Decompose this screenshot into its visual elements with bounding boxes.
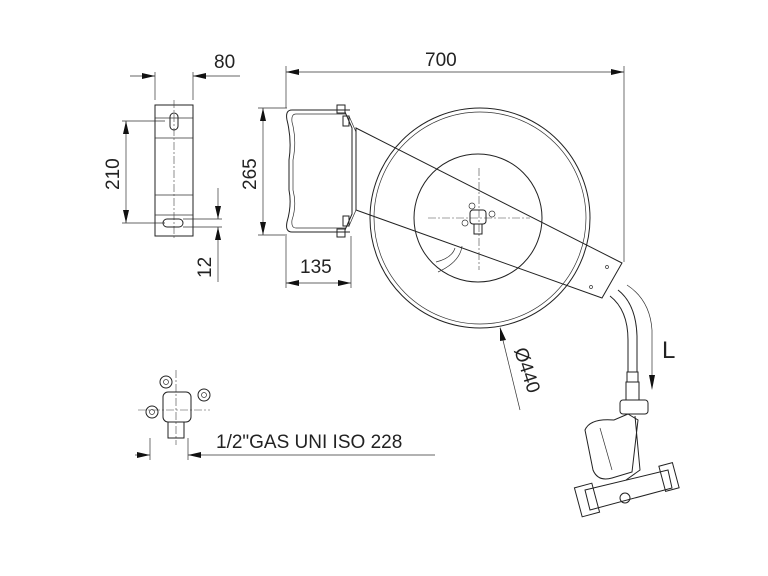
dimension-hole-spacing: 210	[103, 120, 165, 224]
hose	[609, 289, 640, 401]
reel-drum	[369, 107, 591, 329]
nozzle-gun	[573, 399, 680, 518]
dim-265-label: 265	[240, 158, 261, 190]
dimension-overall-width: 700	[285, 50, 625, 262]
dimension-drum-diameter: Ø440	[499, 327, 544, 411]
dimension-bracket-height: 265	[240, 107, 287, 236]
dim-80-label: 80	[214, 52, 235, 73]
dimension-slot-offset: 12	[183, 188, 222, 282]
dimension-plate-width: 80	[130, 52, 240, 100]
connection-thread-label: 1/2"GAS UNI ISO 228	[216, 432, 402, 453]
dim-l-label: L	[662, 337, 675, 364]
dim-210-label: 210	[103, 158, 124, 190]
bracket	[286, 104, 357, 238]
dim-700-label: 700	[425, 50, 457, 71]
fitting-detail: 1/2"GAS UNI ISO 228	[135, 370, 435, 460]
dimension-bracket-depth: 135	[285, 236, 352, 288]
dim-12-label: 12	[195, 257, 216, 278]
dimension-hose-length: L	[626, 284, 675, 390]
wall-plate	[154, 100, 194, 240]
reel-hub	[428, 168, 530, 270]
reel-arm	[355, 127, 623, 299]
dim-135-label: 135	[300, 257, 332, 278]
